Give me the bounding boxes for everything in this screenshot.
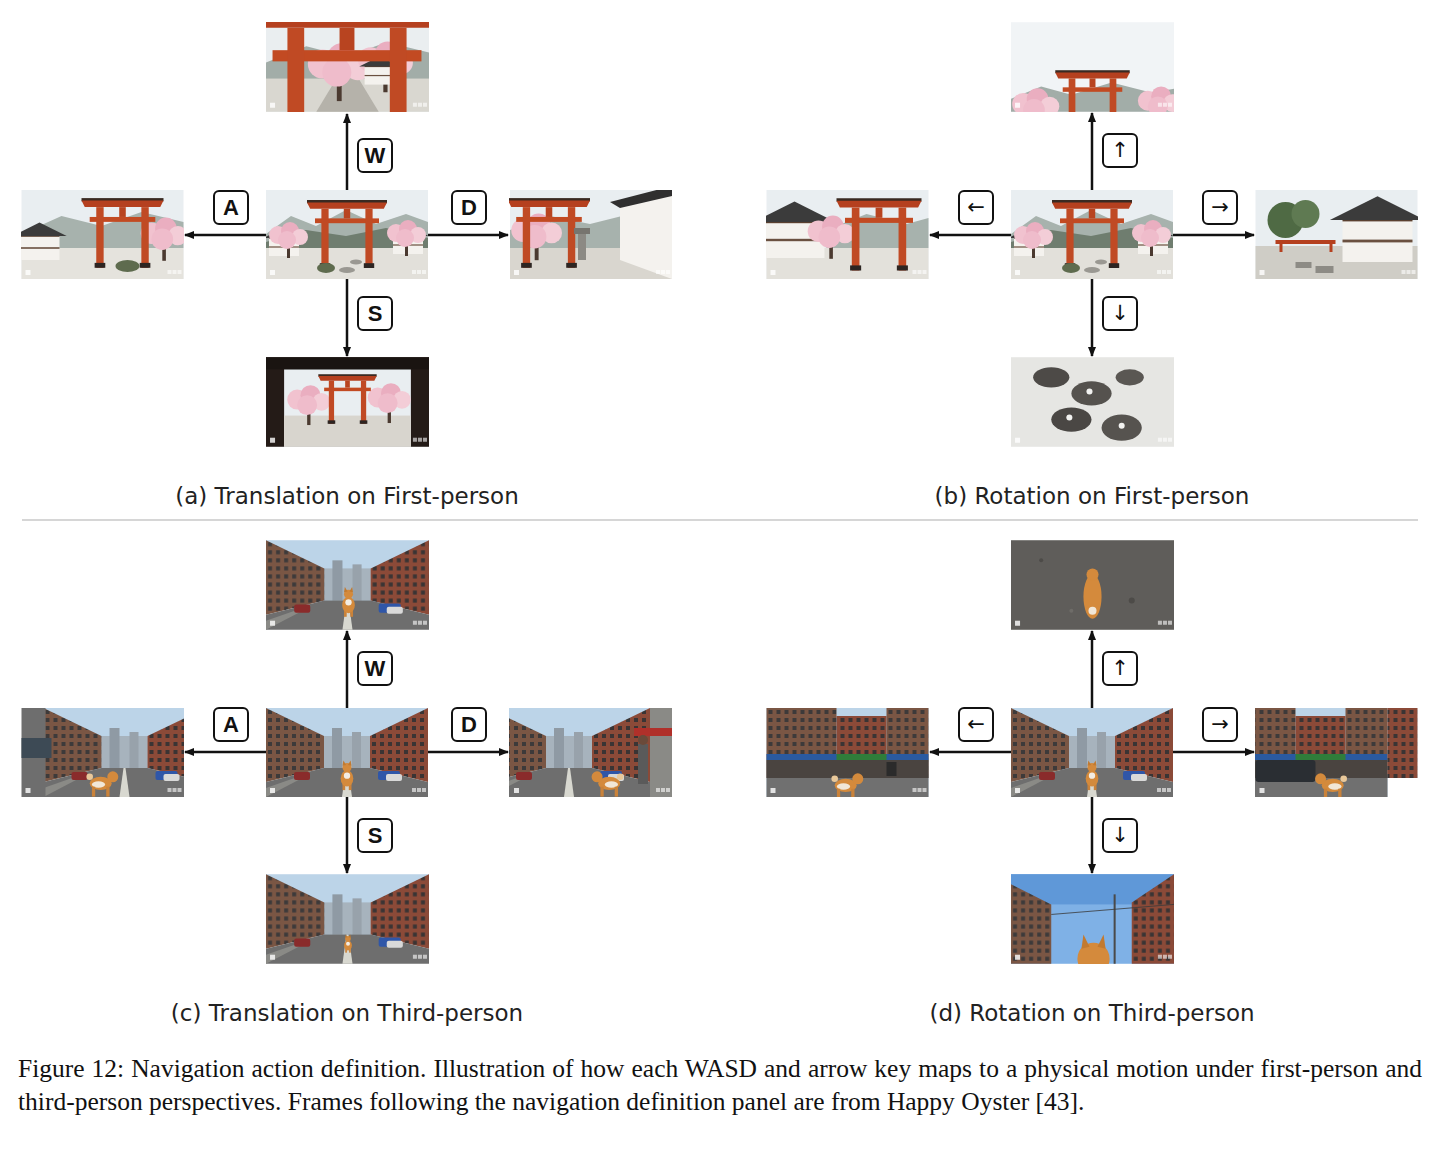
key-cap: W [357, 138, 393, 173]
panel-label: (d) Rotation on Third-person [929, 1000, 1254, 1028]
key-label: → [1211, 197, 1229, 218]
key-label: ← [967, 714, 985, 735]
panel-b-frames [754, 22, 1425, 447]
key-label: → [1211, 714, 1229, 735]
key-label: S [368, 825, 383, 847]
key-cap: ← [958, 707, 994, 742]
key-cap: ← [958, 190, 994, 225]
panel-label: (a) Translation on First-person [175, 483, 518, 511]
key-cap: → [1202, 707, 1238, 742]
key-label: A [223, 197, 239, 219]
key-label: ↓ [1111, 303, 1129, 324]
key-label: S [368, 303, 383, 325]
key-label: A [223, 714, 239, 736]
key-label: ↑ [1111, 658, 1129, 679]
key-label: D [461, 197, 477, 219]
key-cap: ↑ [1102, 133, 1138, 168]
key-cap: S [357, 296, 393, 331]
panel-d-frames [767, 540, 1418, 975]
key-cap: S [357, 818, 393, 853]
key-label: ↑ [1111, 140, 1129, 161]
panel-label: (c) Translation on Third-person [171, 1000, 523, 1028]
key-label: W [365, 658, 386, 680]
key-cap: ↓ [1102, 818, 1138, 853]
panel-label: (b) Rotation on First-person [935, 483, 1250, 511]
key-cap: D [451, 707, 487, 742]
key-cap: A [213, 707, 249, 742]
key-cap: ↑ [1102, 651, 1138, 686]
key-label: W [365, 145, 386, 167]
panel-a-frames [12, 7, 672, 446]
key-label: D [461, 714, 477, 736]
key-cap: A [213, 190, 249, 225]
key-cap: D [451, 190, 487, 225]
key-label: ← [967, 197, 985, 218]
key-label: ↓ [1111, 825, 1129, 846]
figure-caption: Figure 12: Navigation action definition.… [18, 1052, 1422, 1118]
separator [22, 519, 1418, 521]
key-cap: W [357, 651, 393, 686]
key-cap: → [1202, 190, 1238, 225]
key-cap: ↓ [1102, 296, 1138, 331]
panel-c-frames [22, 540, 673, 964]
